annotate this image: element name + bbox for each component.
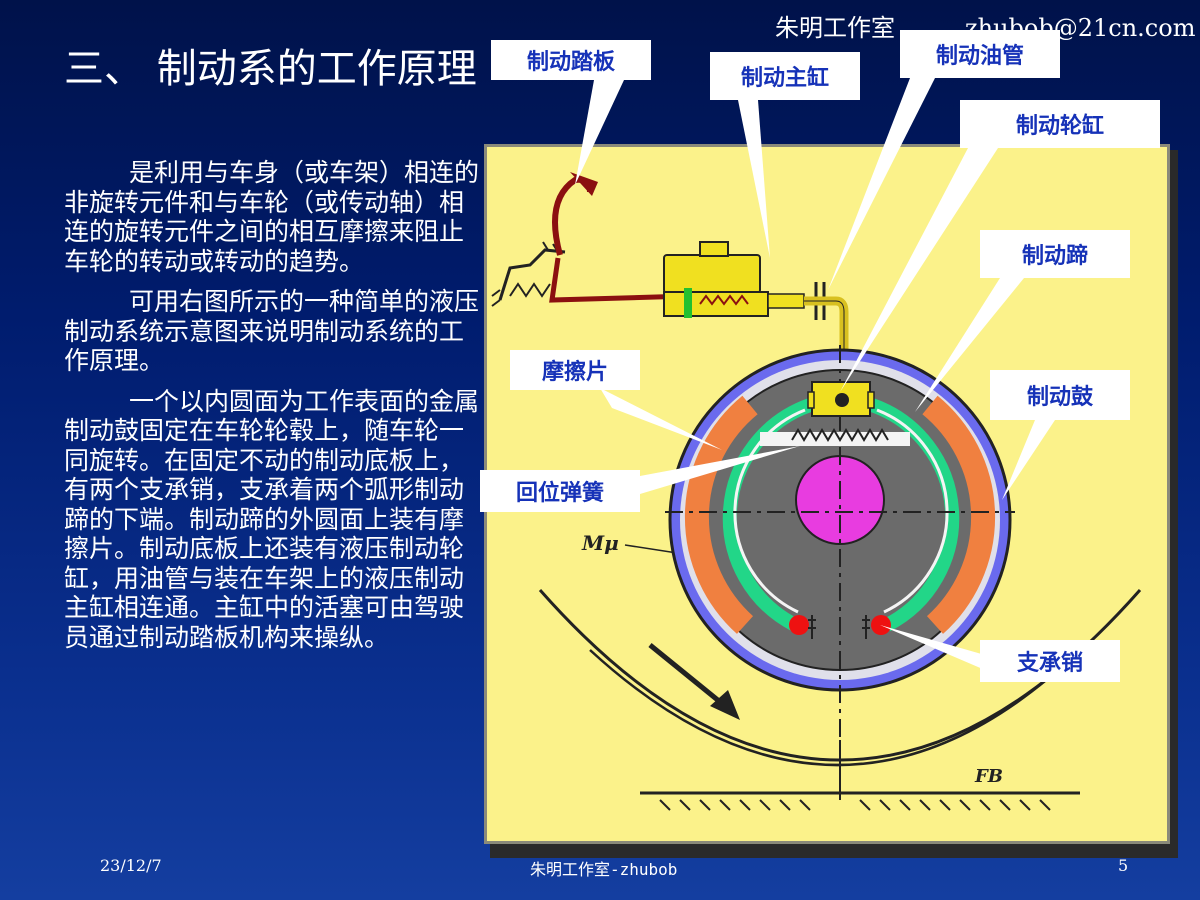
label-shoe: 制动蹄 [980, 230, 1130, 278]
footer-date: 23/12/7 [100, 856, 162, 875]
label-master-cylinder: 制动主缸 [710, 52, 860, 100]
label-wheel-cylinder: 制动轮缸 [960, 100, 1160, 148]
pedal-lever [552, 176, 593, 256]
shoe-web-left [733, 408, 806, 614]
label-return-spring: 回位弹簧 [480, 470, 640, 512]
wheel-cylinder-port [835, 393, 849, 407]
master-spring [699, 294, 749, 306]
master-cylinder-body [663, 291, 769, 317]
paragraph-3: 一个以内圆面为工作表面的金属制动鼓固定在车轮轮毂上，随车轮一同旋转。在固定不动的… [64, 386, 480, 652]
body-text: 是利用与车身（或车架）相连的非旋转元件和与车轮（或传动轴）相连的旋转元件之间的相… [64, 158, 479, 663]
paragraph-2: 可用右图所示的一种简单的液压制动系统示意图来说明制动系统的工作原理。 [64, 287, 480, 375]
rotation-arrow [648, 643, 732, 712]
anchor-pin-left [789, 615, 809, 635]
shoe-web-right [876, 408, 949, 614]
force-symbol: FB [974, 766, 1003, 787]
shoe-right [869, 398, 960, 632]
pointer-wheel-cyl [840, 148, 998, 392]
pointer-anchor [880, 625, 985, 670]
reservoir-cap [699, 241, 729, 257]
label-pedal: 制动踏板 [491, 40, 651, 80]
pointer-pedal [575, 80, 624, 185]
paragraph-1: 是利用与车身（或车架）相连的非旋转元件和与车轮（或传动轴）相连的旋转元件之间的相… [64, 158, 480, 276]
moment-symbol: Mμ [581, 531, 619, 555]
oil-pipe-edge [804, 300, 845, 388]
label-drum: 制动鼓 [990, 370, 1130, 420]
pointer-drum [1002, 420, 1055, 500]
lining-left [684, 395, 758, 634]
pedal-hatch [491, 241, 559, 307]
slide-title: 三、 制动系的工作原理 [64, 46, 477, 92]
return-spring [791, 428, 889, 442]
wheel-arc-inner [589, 649, 1081, 767]
master-piston [684, 288, 692, 318]
push-rod [549, 257, 691, 303]
pointer-oil-pipe [828, 78, 935, 290]
label-lining: 摩擦片 [510, 350, 640, 390]
anchor-mark-right [862, 615, 870, 639]
label-oil-pipe: 制动油管 [900, 30, 1060, 78]
lining-right [922, 395, 996, 634]
label-anchor-pin: 支承销 [980, 640, 1120, 682]
pedal-mount [498, 248, 566, 301]
wheel-cylinder-cap-right [867, 391, 875, 409]
rotation-arrow-head [710, 690, 740, 720]
pointer-master [738, 100, 770, 258]
master-outlet [767, 293, 805, 309]
studio-name: 朱明工作室 [775, 14, 895, 42]
ground-hatch [659, 799, 1051, 811]
wheel-cylinder-cap-left [807, 391, 815, 409]
page-number: 5 [1118, 856, 1129, 875]
pedal-spring [509, 282, 551, 298]
master-reservoir [663, 254, 761, 294]
pointer-spring [640, 446, 800, 494]
anchor-mark-left [808, 615, 816, 639]
pointer-lining [600, 388, 722, 450]
footer-author: 朱明工作室-zhubob [530, 860, 678, 879]
shoe-left [722, 398, 813, 632]
anchor-pin-right [871, 615, 891, 635]
pointer-shoe [915, 278, 1024, 412]
